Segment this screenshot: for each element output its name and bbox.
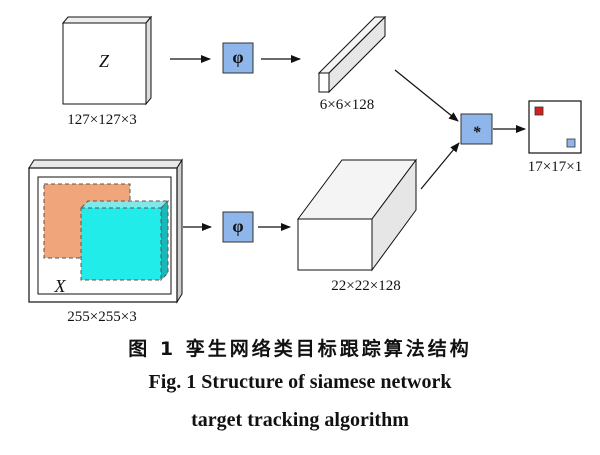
caption-chinese: 图 1 孪生网络类目标跟踪算法结构: [128, 338, 472, 360]
response-peak-marker: [534, 106, 544, 116]
response-map: [528, 100, 582, 154]
response-dims-label: 17×17×1: [528, 159, 582, 175]
template-label: Z: [99, 51, 110, 71]
caption-english-line2: target tracking algorithm: [191, 409, 409, 431]
arrow-template-feature-to-correlation: [394, 69, 459, 122]
siamese-network-diagram: Z 127×127×3 φ 6×6×128 X 255×255×3 φ: [28, 15, 582, 325]
embedding-function-bottom: φ: [222, 211, 254, 243]
response-secondary-marker: [566, 138, 576, 148]
embedding-function-top: φ: [222, 42, 254, 74]
search-dims-label: 255×255×3: [67, 309, 136, 325]
cross-correlation-operator: *: [460, 113, 493, 145]
template-dims-label: 127×127×3: [67, 112, 136, 128]
embedding-symbol-bottom: φ: [232, 216, 243, 236]
search-feature-map: [297, 158, 417, 272]
template-image-z: [61, 15, 153, 106]
template-feature-map: [317, 15, 387, 94]
candidate-patch: [79, 199, 170, 282]
arrow-search-feature-to-correlation: [420, 142, 460, 190]
correlation-symbol: *: [473, 124, 482, 141]
embedding-symbol-top: φ: [232, 47, 243, 67]
search-feature-dims-label: 22×22×128: [331, 278, 400, 294]
search-label: X: [54, 276, 67, 296]
caption-english-line1: Fig. 1 Structure of siamese network: [148, 371, 452, 393]
template-feature-dims-label: 6×6×128: [320, 97, 374, 113]
